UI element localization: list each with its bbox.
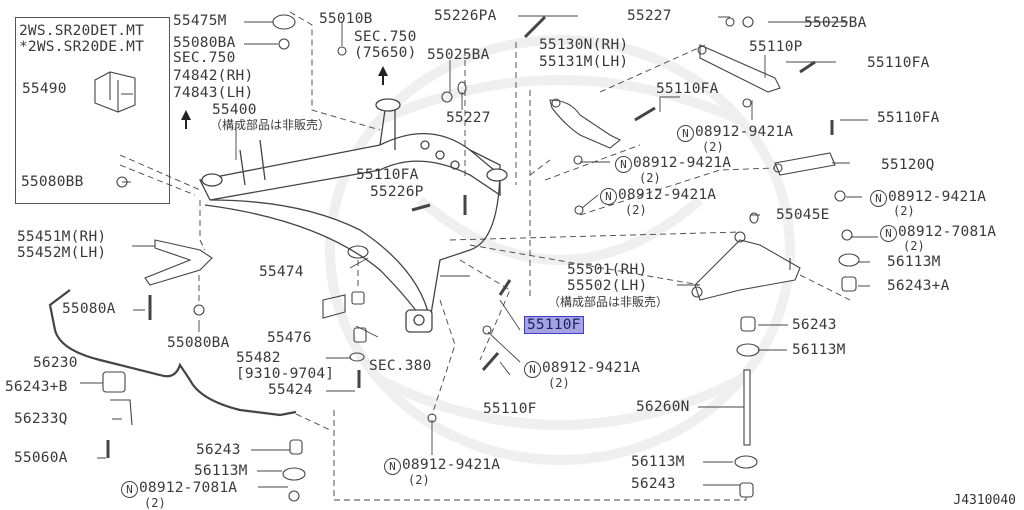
part-label-55451M[interactable]: 55451M(RH)	[17, 229, 107, 245]
n-symbol-icon: N	[870, 190, 887, 207]
part-56230-stabilizer-bar[interactable]	[48, 289, 297, 417]
part-label-56243-r3[interactable]: 56243	[631, 476, 676, 492]
small-hardware	[102, 14, 860, 502]
subframe-member[interactable]	[199, 98, 508, 333]
section-ref-74843[interactable]: 74843(LH)	[173, 85, 254, 101]
part-label-55025BA-top[interactable]: 55025BA	[804, 15, 867, 31]
part-label-56113M-bottom-left[interactable]: 56113M	[194, 463, 248, 479]
section-ref-74842[interactable]: 74842(RH)	[173, 68, 254, 84]
inset-variant-2: *2WS.SR20DE.MT	[19, 39, 145, 55]
part-label-55110P[interactable]: 55110P	[749, 39, 803, 55]
diagram-reference-code: J4310040	[953, 493, 1016, 508]
part-label-55110FA-left[interactable]: 55110FA	[356, 167, 419, 183]
part-label-56243-r[interactable]: 56243	[792, 317, 837, 333]
not-sold-separately-note-2: （構成部品は非販売）	[548, 295, 669, 309]
part-label-56113M-r1[interactable]: 56113M	[887, 254, 941, 270]
part-label-55045E[interactable]: 55045E	[776, 207, 830, 223]
part-label-56243B[interactable]: 56243+B	[5, 379, 68, 395]
n-symbol-icon: N	[121, 481, 138, 498]
part-label-55490[interactable]: 55490	[22, 81, 67, 97]
n-symbol-icon: N	[384, 458, 401, 475]
part-label-55110FA-mid[interactable]: 55110FA	[656, 81, 719, 97]
part-label-56230[interactable]: 56230	[33, 355, 78, 371]
part-label-55080BA-top[interactable]: 55080BA	[173, 35, 236, 51]
n-part-qty-1: (2)	[702, 140, 724, 154]
part-label-56113M-r2[interactable]: 56113M	[792, 342, 846, 358]
direction-arrows	[181, 66, 388, 129]
part-label-55110F-bottom[interactable]: 55110F	[483, 401, 537, 417]
n-part-qty-5: (2)	[903, 239, 925, 253]
part-55120Q-link[interactable]	[773, 152, 836, 176]
section-ref-75650[interactable]: (75650)	[354, 45, 417, 61]
part-55451M-arm[interactable]	[144, 239, 213, 286]
part-label-55110FA-r1[interactable]: 55110FA	[867, 55, 930, 71]
variant-inset-box	[15, 17, 170, 204]
part-label-56243-bottom-left[interactable]: 56243	[196, 442, 241, 458]
selected-part-highlight[interactable]: 55110F	[524, 316, 584, 334]
part-label-55080BA-bottom[interactable]: 55080BA	[167, 335, 230, 351]
part-label-56243A[interactable]: 56243+A	[887, 278, 950, 294]
n-part-qty-2: (2)	[639, 171, 661, 185]
part-55490-mount[interactable]	[94, 71, 136, 113]
not-sold-separately-note-1: （構成部品は非販売）	[210, 118, 331, 132]
part-label-55130N[interactable]: 55130N(RH)	[539, 37, 629, 53]
part-label-55482[interactable]: 55482	[236, 350, 281, 366]
part-label-55226P[interactable]: 55226P	[370, 184, 424, 200]
part-label-56233Q[interactable]: 56233Q	[14, 411, 68, 427]
n-symbol-icon: N	[615, 156, 632, 173]
part-55130N-upper-link[interactable]	[549, 98, 622, 149]
n-symbol-icon: N	[880, 225, 897, 242]
part-label-55501[interactable]: 55501(RH)	[567, 262, 648, 278]
part-label-55080A[interactable]: 55080A	[62, 301, 116, 317]
section-ref-sec380[interactable]: SEC.380	[369, 358, 432, 374]
part-label-55025BA-mid[interactable]: 55025BA	[427, 47, 490, 63]
n-part-qty-6: (2)	[548, 376, 570, 390]
part-label-56260N[interactable]: 56260N	[636, 399, 690, 415]
part-label-55120Q[interactable]: 55120Q	[881, 157, 935, 173]
part-label-55482-date-range: [9310-9704]	[236, 366, 335, 382]
part-label-55010B[interactable]: 55010B	[319, 11, 373, 27]
part-label-55110FA-r2[interactable]: 55110FA	[877, 110, 940, 126]
inset-variant-1: 2WS.SR20DET.MT	[19, 23, 145, 39]
n-symbol-icon: N	[524, 361, 541, 378]
part-label-55227-top[interactable]: 55227	[627, 8, 672, 24]
n-symbol-icon: N	[600, 188, 617, 205]
part-label-55474[interactable]: 55474	[259, 264, 304, 280]
part-label-55452M[interactable]: 55452M(LH)	[17, 245, 107, 261]
n-part-qty-7: (2)	[408, 473, 430, 487]
n-symbol-icon: N	[677, 125, 694, 142]
section-ref-sec750-a[interactable]: SEC.750	[173, 50, 236, 66]
part-label-55060A[interactable]: 55060A	[14, 450, 68, 466]
part-label-55476[interactable]: 55476	[267, 330, 312, 346]
part-label-55475M[interactable]: 55475M	[173, 13, 227, 29]
part-label-55131M[interactable]: 55131M(LH)	[539, 54, 629, 70]
part-label-55502[interactable]: 55502(LH)	[567, 278, 648, 294]
part-label-55226PA[interactable]: 55226PA	[434, 8, 497, 24]
watermark-emblem	[325, 35, 795, 465]
n-part-qty-4: (2)	[893, 204, 915, 218]
section-ref-sec750-b[interactable]: SEC.750	[354, 29, 417, 45]
n-part-qty-8: (2)	[144, 496, 166, 510]
n-part-qty-3: (2)	[625, 203, 647, 217]
part-label-55110F-highlighted[interactable]: 55110F	[524, 316, 584, 334]
part-label-55424[interactable]: 55424	[268, 382, 313, 398]
assembly-dashed-lines	[119, 11, 851, 501]
part-56260N-bolt[interactable]	[743, 369, 751, 446]
part-label-56113M-r3[interactable]: 56113M	[631, 454, 685, 470]
part-label-55080BB[interactable]: 55080BB	[21, 174, 84, 190]
part-label-55400[interactable]: 55400	[212, 102, 257, 118]
part-label-55227-mid[interactable]: 55227	[446, 110, 491, 126]
